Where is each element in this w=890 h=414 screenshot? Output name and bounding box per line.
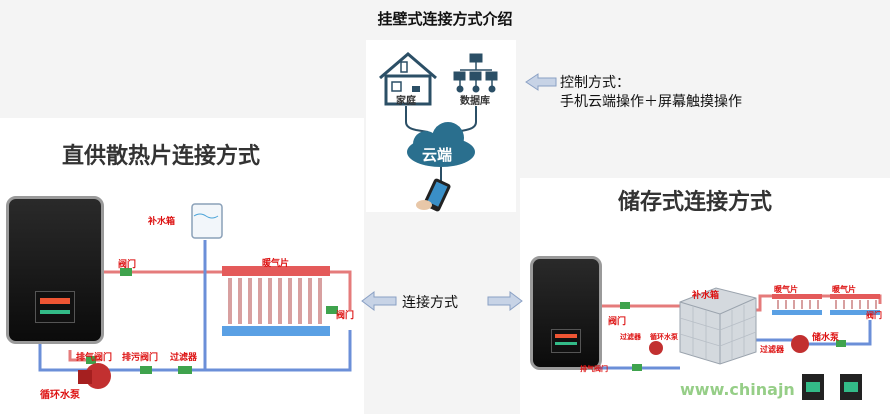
wall-heater-right xyxy=(530,256,602,370)
controller-icons xyxy=(802,374,862,400)
storage-heading: 储存式连接方式 xyxy=(618,190,773,215)
storage-radiator-label-1: 暖气片 xyxy=(774,285,798,294)
cloud-diagram xyxy=(379,52,498,212)
radiator-icons xyxy=(772,294,880,315)
heater-screen xyxy=(35,291,75,323)
double-arrow-icon xyxy=(361,291,523,311)
cloud-label: 云端 xyxy=(422,146,453,164)
valve-label-2: 阀门 xyxy=(336,311,355,321)
house-icon xyxy=(379,52,437,106)
heater-screen-right xyxy=(551,329,581,353)
pump-icon xyxy=(78,363,111,389)
database-label: 数据库 xyxy=(460,96,490,107)
storage-small-label-2: 循环水泵 xyxy=(650,333,678,341)
valve-label-1: 阀门 xyxy=(118,260,137,270)
storage-filter-label: 过滤器 xyxy=(760,345,784,354)
control-method-line2: 手机云端操作＋屏幕触摸操作 xyxy=(560,94,742,110)
direct-supply-diagram xyxy=(38,203,352,389)
pump-label: 循环水泵 xyxy=(40,390,80,401)
database-icon xyxy=(453,53,498,93)
direct-supply-heading: 直供散热片连接方式 xyxy=(62,144,261,169)
radiator-icon xyxy=(222,266,330,336)
page-title: 挂壁式连接方式介绍 xyxy=(377,10,513,28)
storage-small-label-3: 排气阀门 xyxy=(580,365,608,373)
left-arrow-icon xyxy=(525,73,557,91)
storage-tank-label: 补水箱 xyxy=(692,291,720,301)
storage-valve-label-1: 阀门 xyxy=(608,317,627,327)
exhaust-valve-label: 排气阀门 xyxy=(76,353,113,363)
control-method-line1: 控制方式： xyxy=(560,75,630,91)
storage-radiator-label-2: 暖气片 xyxy=(832,285,856,294)
connection-method-label: 连接方式 xyxy=(402,295,458,311)
watermark: www.chinajn xyxy=(680,380,795,399)
drain-valve-label: 排污阀门 xyxy=(122,353,159,363)
storage-valve-label-2: 阀门 xyxy=(866,311,882,320)
home-label: 家庭 xyxy=(396,96,416,107)
valve-fittings xyxy=(86,268,338,374)
storage-small-label-1: 过滤器 xyxy=(620,333,641,341)
tank-label: 补水箱 xyxy=(148,217,176,227)
storage-pump-icon xyxy=(649,335,809,355)
cloud-icon xyxy=(407,122,475,167)
water-tank-icon xyxy=(191,203,223,239)
phone-icon xyxy=(416,178,451,212)
wall-heater-left xyxy=(6,196,104,344)
filter-label: 过滤器 xyxy=(170,353,198,363)
storage-tank-icon xyxy=(679,287,757,365)
control-method-text: 控制方式： 手机云端操作＋屏幕触摸操作 xyxy=(560,74,742,112)
storage-diagram xyxy=(568,287,882,400)
radiator-label: 暖气片 xyxy=(262,259,290,269)
storage-pump-label: 储水泵 xyxy=(812,333,840,343)
